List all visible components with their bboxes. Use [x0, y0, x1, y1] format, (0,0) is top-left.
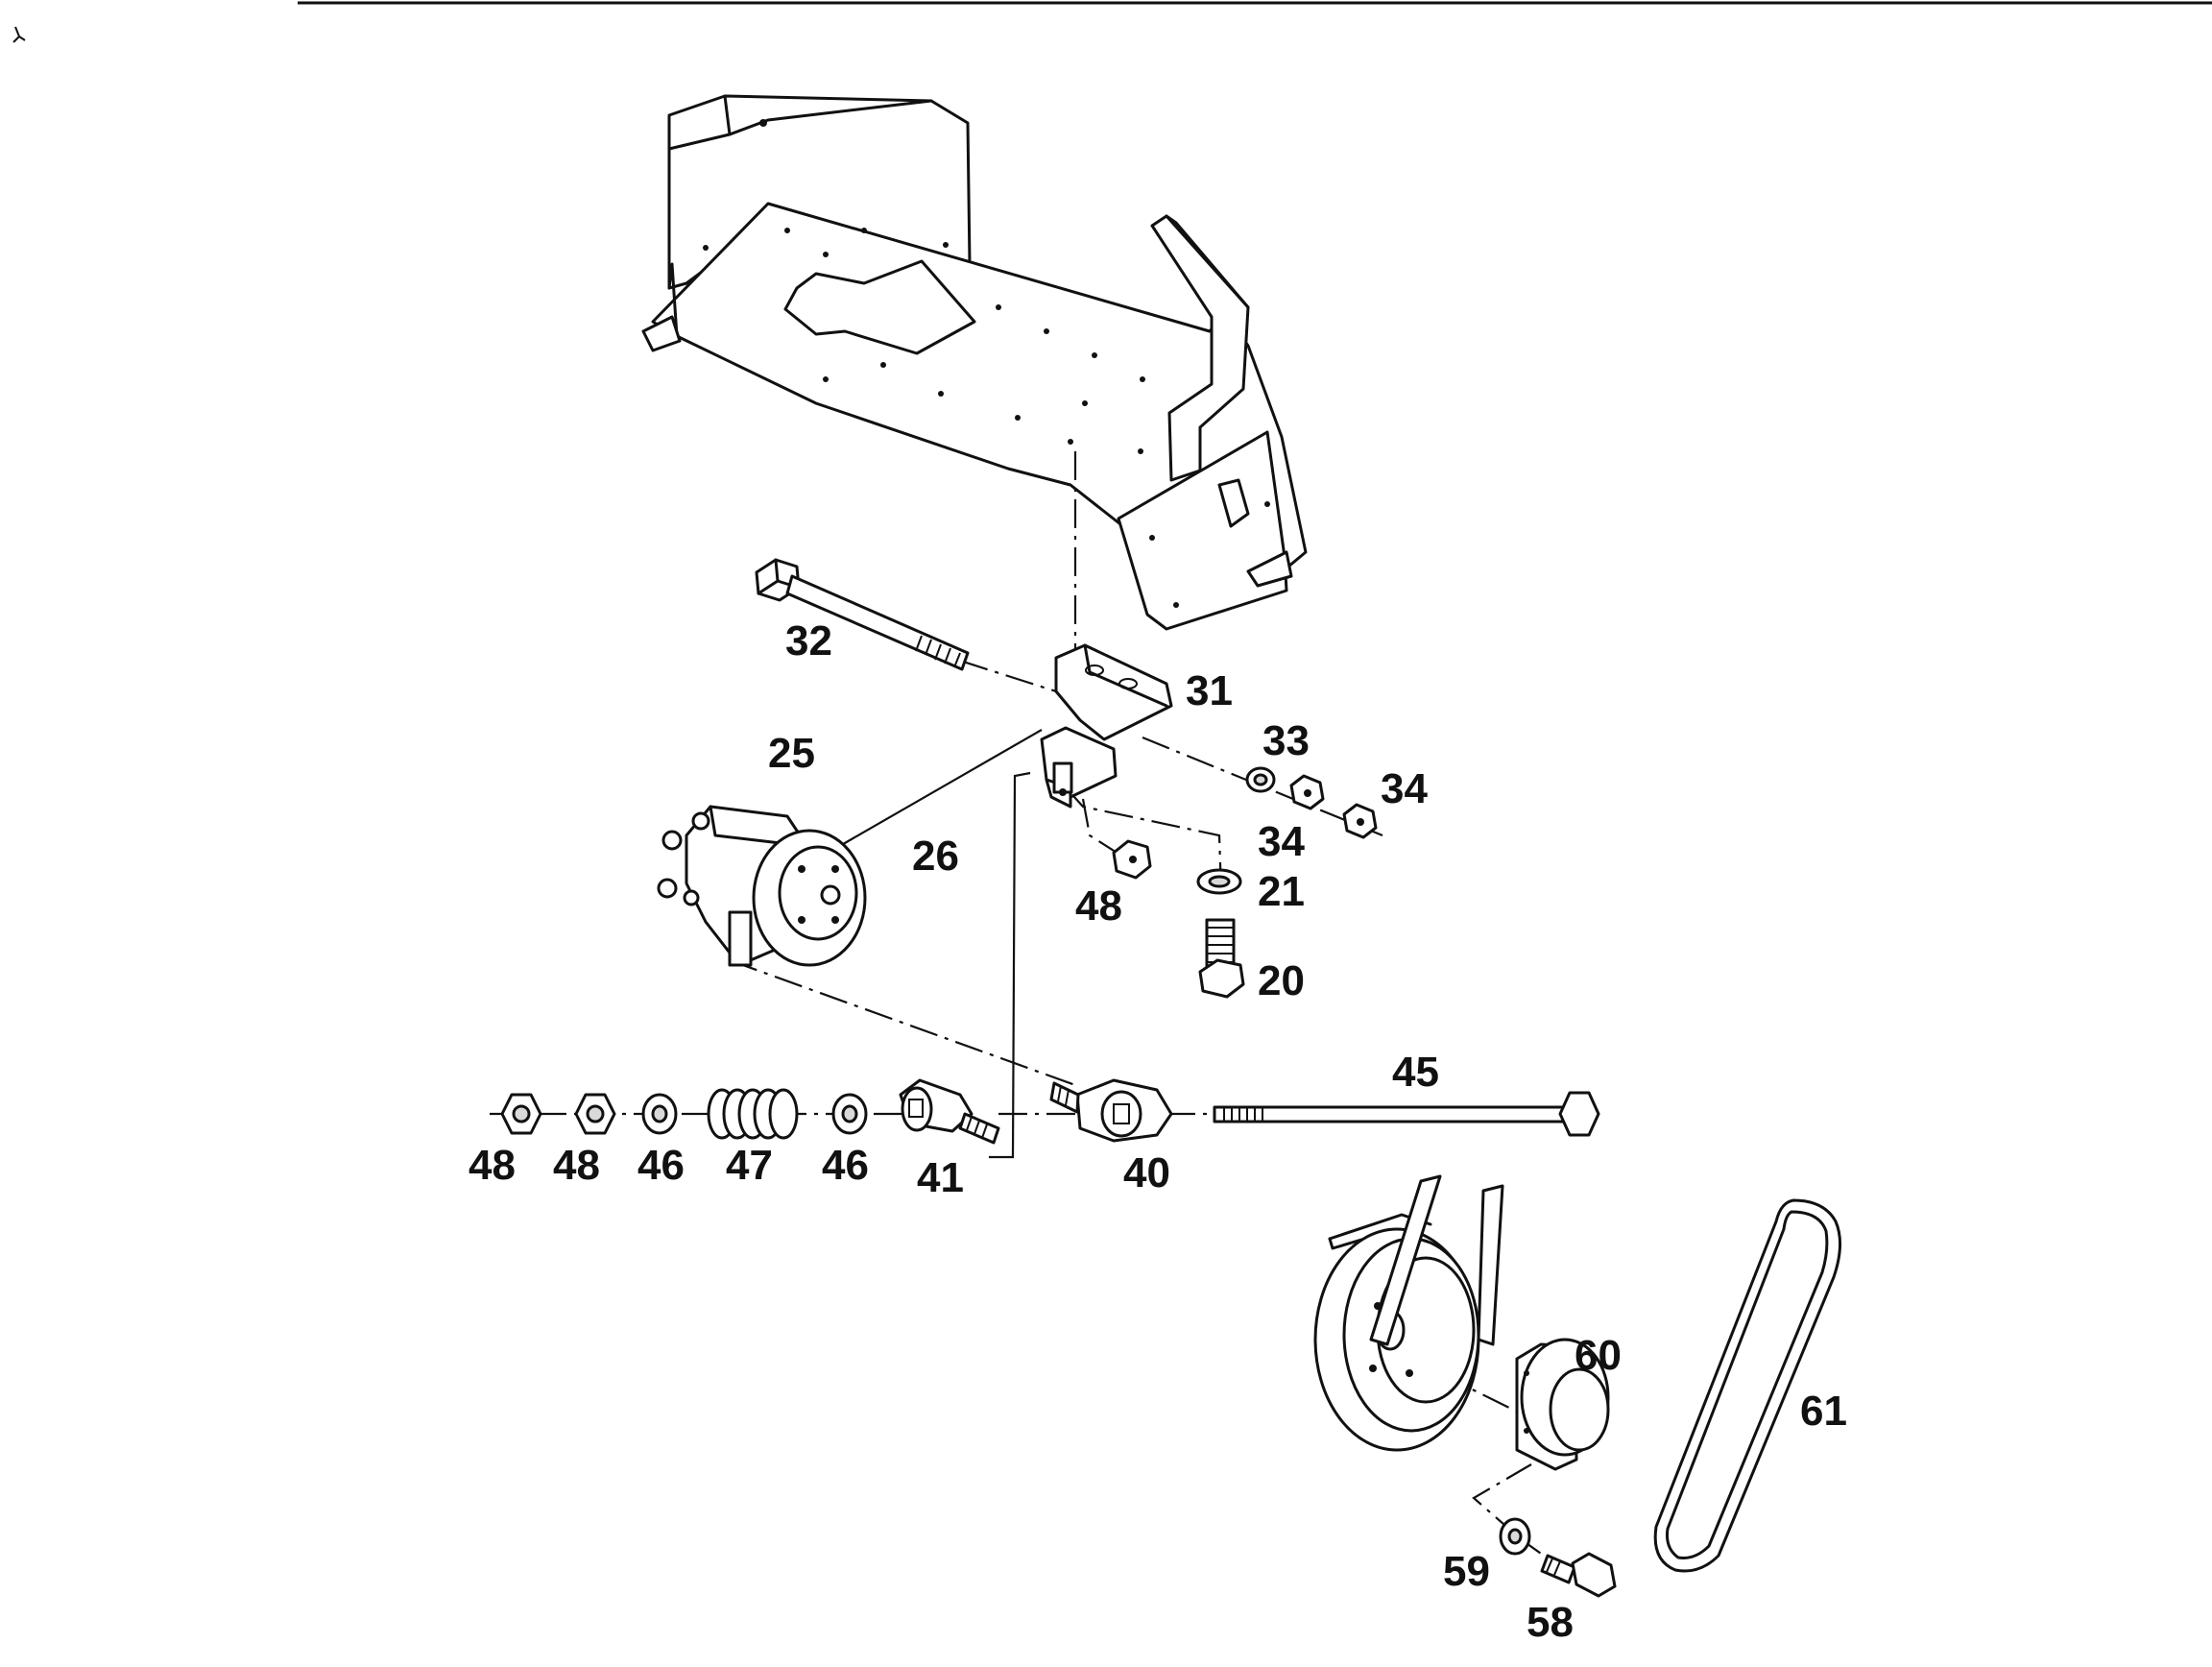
part-21-washer [1196, 868, 1242, 895]
label-part-40: 40 [1123, 1149, 1170, 1196]
part-59-washer [1499, 1517, 1531, 1556]
part-46-washer-1 [641, 1093, 678, 1135]
part-41-trunnion [899, 1078, 1000, 1145]
label-part-48-upper: 48 [1075, 882, 1122, 930]
label-part-26: 26 [912, 833, 959, 880]
label-part-48-a: 48 [469, 1142, 516, 1189]
part-31-bracket [1040, 643, 1173, 809]
part-34-nut-a [1289, 774, 1325, 810]
label-part-58: 58 [1527, 1599, 1574, 1646]
label-part-48-b: 48 [553, 1142, 600, 1189]
part-48-nut-2 [574, 1093, 616, 1135]
part-40-trunnion [1049, 1078, 1173, 1143]
label-part-31: 31 [1186, 667, 1233, 714]
label-part-32: 32 [785, 617, 832, 664]
label-part-61: 61 [1800, 1388, 1847, 1435]
part-48-nut-1 [500, 1093, 542, 1135]
scan-mark [12, 26, 26, 43]
label-part-34-b: 34 [1258, 818, 1305, 865]
label-part-46-b: 46 [822, 1142, 869, 1189]
label-part-45: 45 [1392, 1049, 1439, 1096]
label-part-46-a: 46 [637, 1142, 685, 1189]
label-part-41: 41 [917, 1154, 964, 1201]
label-part-33: 33 [1262, 717, 1310, 764]
part-60-pulley-hub [1515, 1338, 1610, 1471]
label-part-21: 21 [1258, 868, 1305, 915]
part-33-washer [1245, 766, 1276, 793]
chassis-frame [641, 94, 1308, 631]
label-part-20: 20 [1258, 957, 1305, 1004]
label-part-59: 59 [1443, 1548, 1490, 1595]
part-34-nut-b [1342, 803, 1378, 839]
part-clutch-pulley [1313, 1174, 1504, 1452]
label-part-34-a: 34 [1381, 765, 1428, 812]
part-26-pump-hub [752, 829, 867, 967]
part-61-belt [1653, 1198, 1841, 1573]
label-part-25: 25 [768, 730, 815, 777]
part-20-bolt [1198, 918, 1245, 999]
part-47-spring [707, 1088, 799, 1140]
label-part-60: 60 [1575, 1332, 1622, 1379]
part-46-washer-2 [831, 1093, 868, 1135]
label-part-47: 47 [726, 1142, 773, 1189]
part-58-bolt [1540, 1552, 1617, 1598]
part-32-bolt [755, 558, 970, 671]
part-45-rod [1213, 1091, 1600, 1137]
part-48-nut-upper [1112, 839, 1152, 880]
